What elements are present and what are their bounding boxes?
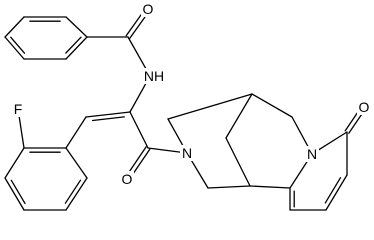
- double-bond-inner-line: [324, 177, 342, 204]
- double-bond-inner-line: [91, 116, 125, 122]
- single-bond: [129, 111, 149, 149]
- double-bond-line: [65, 177, 88, 211]
- double-bond-inner-line: [64, 179, 82, 204]
- single-bond: [4, 16, 25, 38]
- fluorine-substituent: F: [12, 101, 24, 117]
- single-bond: [167, 118, 185, 148]
- single-bond: [147, 147, 181, 153]
- single-bond: [225, 137, 251, 187]
- amide-nitrogen: NH: [142, 68, 166, 84]
- atom-label-layer: O NH F O N N O: [12, 1, 371, 187]
- single-bond: [291, 116, 310, 149]
- single-bond: [317, 131, 348, 151]
- double-bond-line: [348, 113, 363, 134]
- double-bond-line: [85, 111, 131, 118]
- atom-label-o-ketone: O: [122, 171, 133, 187]
- bond-layer: [4, 12, 363, 211]
- double-bond-inner-line: [10, 36, 26, 54]
- single-bond: [65, 147, 88, 179]
- single-bond: [4, 147, 25, 179]
- single-bond: [189, 158, 209, 189]
- atom-label-o-pyridone: O: [359, 99, 370, 115]
- amide-carbonyl-oxygen: O: [141, 1, 155, 17]
- double-bond-line: [128, 146, 147, 173]
- double-bond-line: [4, 36, 25, 60]
- single-bond: [65, 116, 87, 149]
- single-bond: [251, 93, 293, 118]
- double-bond-line: [65, 36, 88, 60]
- atom-label-n-pyridone: N: [307, 146, 317, 162]
- double-bond-line: [132, 148, 151, 176]
- single-bond: [167, 93, 253, 120]
- pyridone-nitrogen: N: [305, 146, 319, 162]
- single-bond: [18, 114, 25, 149]
- chemical-structure: O NH F O N N O: [4, 1, 371, 211]
- double-bond-line: [344, 110, 359, 132]
- single-bond: [249, 185, 291, 189]
- tertiary-amine-nitrogen: N: [180, 145, 194, 161]
- single-bond: [65, 16, 88, 38]
- pyridone-carbonyl-oxygen: O: [357, 99, 371, 115]
- atom-label-nh: NH: [144, 68, 164, 84]
- single-bond: [207, 185, 251, 189]
- double-bond-line: [325, 174, 348, 211]
- double-bond-inner-line: [10, 179, 26, 205]
- atom-label-n-tertiary: N: [182, 145, 192, 161]
- single-bond: [289, 159, 309, 189]
- double-bond-line: [125, 12, 143, 37]
- atom-label-f: F: [14, 101, 23, 117]
- double-bond-line: [4, 177, 25, 211]
- single-bond: [129, 83, 147, 113]
- ketone-oxygen: O: [120, 171, 134, 187]
- single-bond: [225, 93, 253, 139]
- double-bond-inner-line: [65, 36, 82, 54]
- double-bond-line: [129, 15, 147, 39]
- atom-label-o-amide: O: [143, 1, 154, 17]
- single-bond: [127, 36, 147, 69]
